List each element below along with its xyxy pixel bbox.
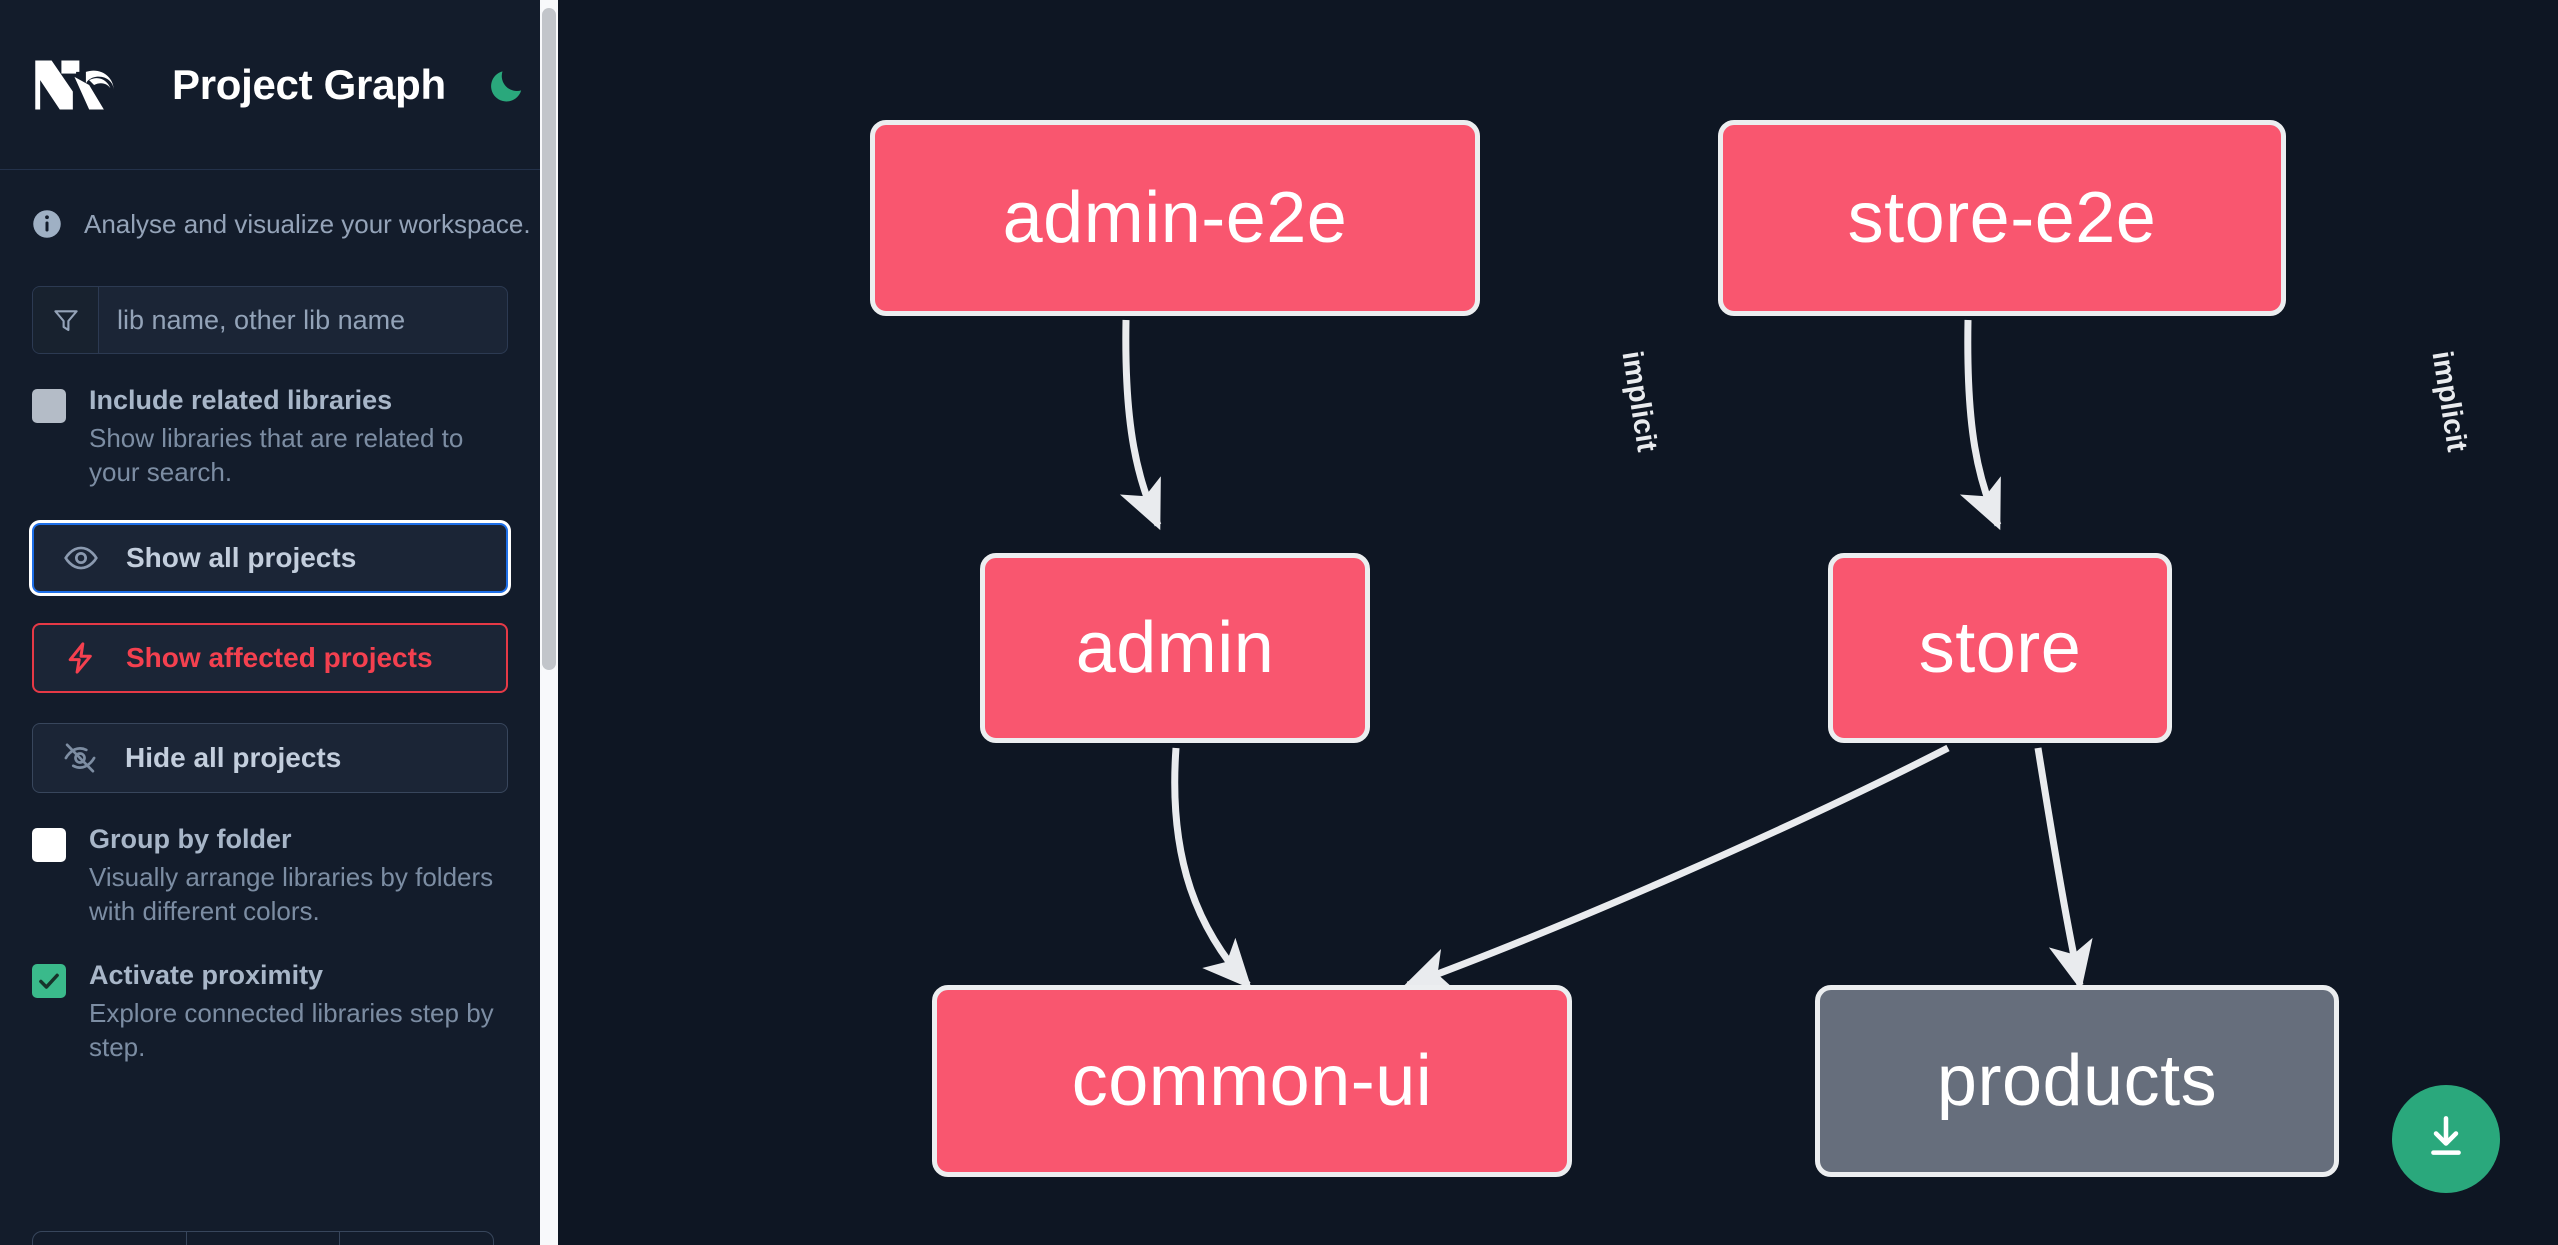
option-group-by-folder[interactable]: Group by folder Visually arrange librari… [0, 823, 540, 928]
graph-node-admin[interactable]: admin [980, 553, 1370, 743]
node-label: products [1936, 1041, 2218, 1121]
lightning-bolt-icon [60, 637, 102, 679]
show-all-projects-label: Show all projects [126, 542, 357, 574]
show-all-projects-button[interactable]: Show all projects [32, 523, 508, 594]
workspace-info-text: Analyse and visualize your workspace. [84, 208, 531, 239]
node-label: admin [1075, 608, 1275, 688]
hide-all-projects-label: Hide all projects [125, 742, 342, 774]
option-description: Show libraries that are related to your … [89, 422, 464, 488]
graph-node-common-ui[interactable]: common-ui [932, 985, 1572, 1177]
group-segment-2[interactable] [187, 1232, 341, 1245]
checkbox-activate-proximity[interactable] [32, 963, 66, 998]
node-label: common-ui [1071, 1041, 1433, 1121]
graph-canvas[interactable]: implicit implicit admin-e2e store-e2e ad… [558, 0, 2558, 1245]
show-affected-projects-label: Show affected projects [126, 642, 433, 674]
download-icon [2420, 1111, 2472, 1168]
page-title: Project Graph [172, 60, 446, 108]
search-field-wrapper [32, 286, 508, 354]
nx-logo-icon [32, 52, 130, 118]
node-label: admin-e2e [1002, 178, 1348, 258]
option-label: Include related libraries [89, 385, 393, 415]
group-segment-1[interactable] [33, 1232, 187, 1245]
download-image-button[interactable] [2392, 1085, 2500, 1193]
projects-button-group: Show all projects Show affected projects [0, 523, 540, 794]
sidebar-scrollbar-track[interactable] [540, 0, 558, 1245]
graph-node-store-e2e[interactable]: store-e2e [1718, 120, 2286, 316]
info-circle-icon [32, 209, 62, 239]
search-input[interactable] [99, 287, 507, 353]
option-activate-proximity[interactable]: Activate proximity Explore connected lib… [0, 959, 540, 1064]
option-label: Activate proximity [89, 959, 324, 990]
eye-icon [60, 537, 102, 579]
graph-node-admin-e2e[interactable]: admin-e2e [870, 120, 1480, 316]
graph-node-products[interactable]: products [1815, 985, 2339, 1177]
node-label: store [1918, 608, 2082, 688]
option-label: Group by folder [89, 824, 292, 855]
checkbox-include-related-libraries[interactable] [32, 389, 66, 423]
workspace-info: Analyse and visualize your workspace. [0, 170, 540, 278]
option-description: Visually arrange libraries by folders wi… [89, 862, 494, 927]
graph-node-store[interactable]: store [1828, 553, 2172, 743]
sidebar: Project Graph Analyse and visualize yo [0, 0, 558, 1245]
graph-edges [1119, 319, 2093, 992]
node-label: store-e2e [1847, 178, 2157, 258]
checkbox-group-by-folder[interactable] [32, 828, 66, 863]
text-filter-button-group[interactable] [32, 1231, 494, 1245]
edge-admin-e2e-admin [1119, 319, 1162, 531]
option-include-related-libraries[interactable]: Include related libraries Show libraries… [0, 384, 540, 489]
moon-icon[interactable] [486, 64, 528, 106]
sidebar-header: Project Graph [0, 0, 540, 170]
sidebar-scrollbar-thumb[interactable] [542, 8, 556, 670]
show-affected-projects-button[interactable]: Show affected projects [32, 623, 508, 694]
filter-funnel-icon [33, 287, 99, 353]
eye-off-icon [59, 737, 101, 779]
hide-all-projects-button[interactable]: Hide all projects [32, 723, 508, 794]
group-segment-3[interactable] [340, 1232, 493, 1245]
option-description: Explore connected libraries step by step… [89, 997, 494, 1062]
